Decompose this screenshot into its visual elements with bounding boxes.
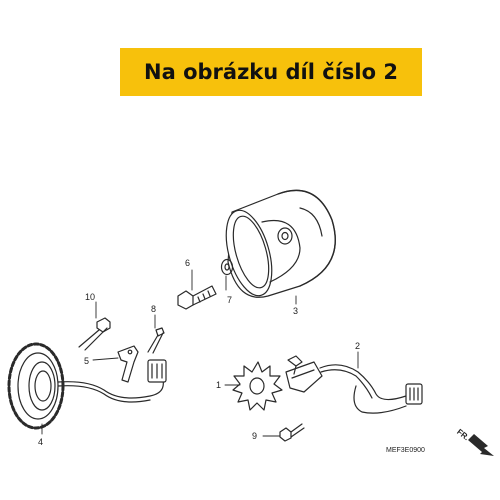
callout-1: 1 (216, 380, 221, 390)
callout-5: 5 (84, 356, 89, 366)
banner-text: Na obrázku díl číslo 2 (144, 60, 398, 84)
leader-lines (41, 269, 359, 437)
clamp-bolt (147, 327, 165, 354)
timing-rotor (232, 361, 283, 411)
pulse-generator (285, 355, 423, 414)
flywheel-bolt (177, 285, 217, 310)
callout-4: 4 (38, 437, 43, 447)
stator-bolt (78, 317, 111, 351)
pickup-screw (279, 423, 305, 442)
diagram-code: MEF3E0900 (386, 447, 425, 454)
part-number-banner: Na obrázku díl číslo 2 (120, 48, 422, 96)
callout-3: 3 (293, 306, 298, 316)
stator-coil (7, 342, 164, 430)
callout-7: 7 (227, 295, 232, 305)
wire-clamp (117, 345, 139, 383)
stator-connector (147, 359, 167, 383)
callout-2: 2 (355, 341, 360, 351)
front-arrow-icon: FR. (455, 427, 494, 456)
callout-10: 10 (85, 292, 95, 302)
flywheel-rotor (225, 189, 336, 298)
washer (220, 258, 234, 276)
callout-6: 6 (185, 258, 190, 268)
callout-8: 8 (151, 304, 156, 314)
callout-9: 9 (252, 431, 257, 441)
